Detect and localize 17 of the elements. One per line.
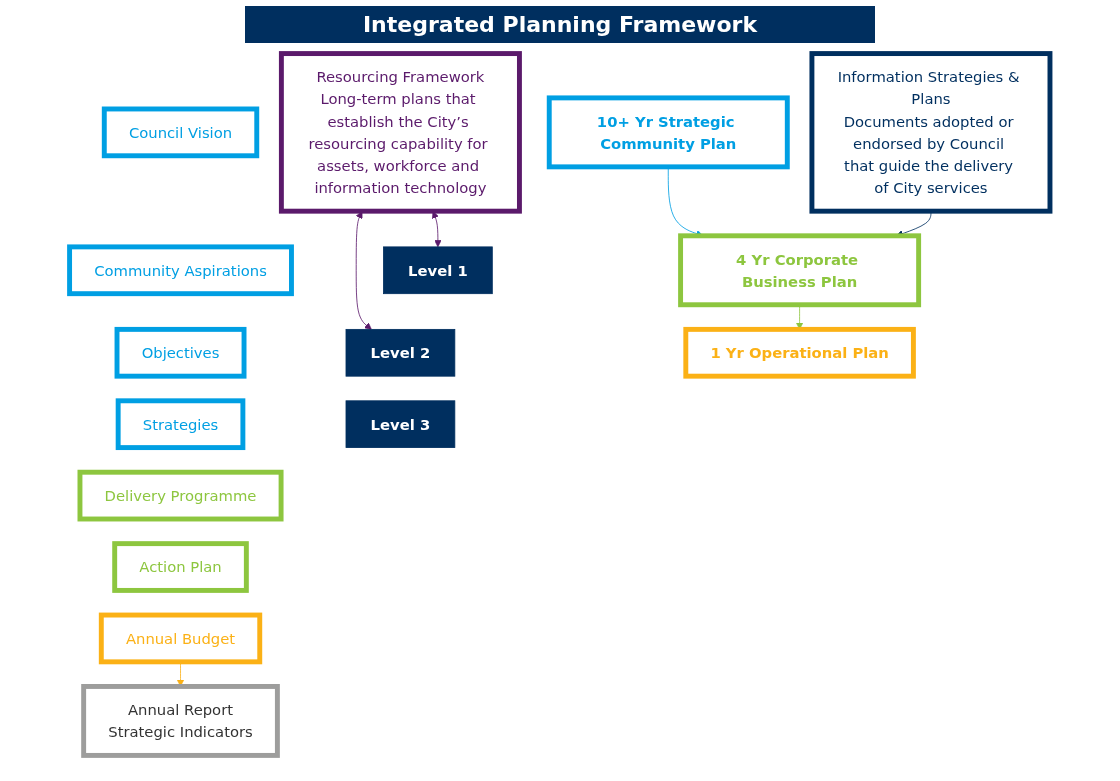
node-box: 10+ Yr Strategic Community Plan — [547, 95, 790, 170]
node-box: 4 Yr Corporate Business Plan — [678, 233, 922, 308]
node-box: Objectives — [114, 326, 247, 379]
node-box: Level 1 — [383, 246, 493, 295]
node-box: Information Strategies & Plans Documents adopted or endorsed by Council that guide the delivery of City services — [809, 51, 1053, 214]
node-box: Annual Report Strategic Indicators — [81, 684, 281, 758]
node-box: 1 Yr Operational Plan — [683, 326, 917, 379]
node-box: Level 3 — [345, 400, 456, 448]
node-box: Annual Budget — [99, 612, 263, 665]
node-box: Strategies — [115, 398, 246, 451]
node-box: Delivery Programme — [77, 469, 284, 522]
node-box: Action Plan — [112, 541, 250, 593]
node-box: Council Vision — [102, 106, 260, 159]
title-banner: Integrated Planning Framework — [245, 6, 875, 43]
node-box: Level 2 — [345, 328, 456, 377]
node-box: Community Aspirations — [67, 244, 295, 297]
node-box: Resourcing Framework Long-term plans that establish the City’s resourcing capability for assets, workforce and information technology — [279, 51, 523, 214]
